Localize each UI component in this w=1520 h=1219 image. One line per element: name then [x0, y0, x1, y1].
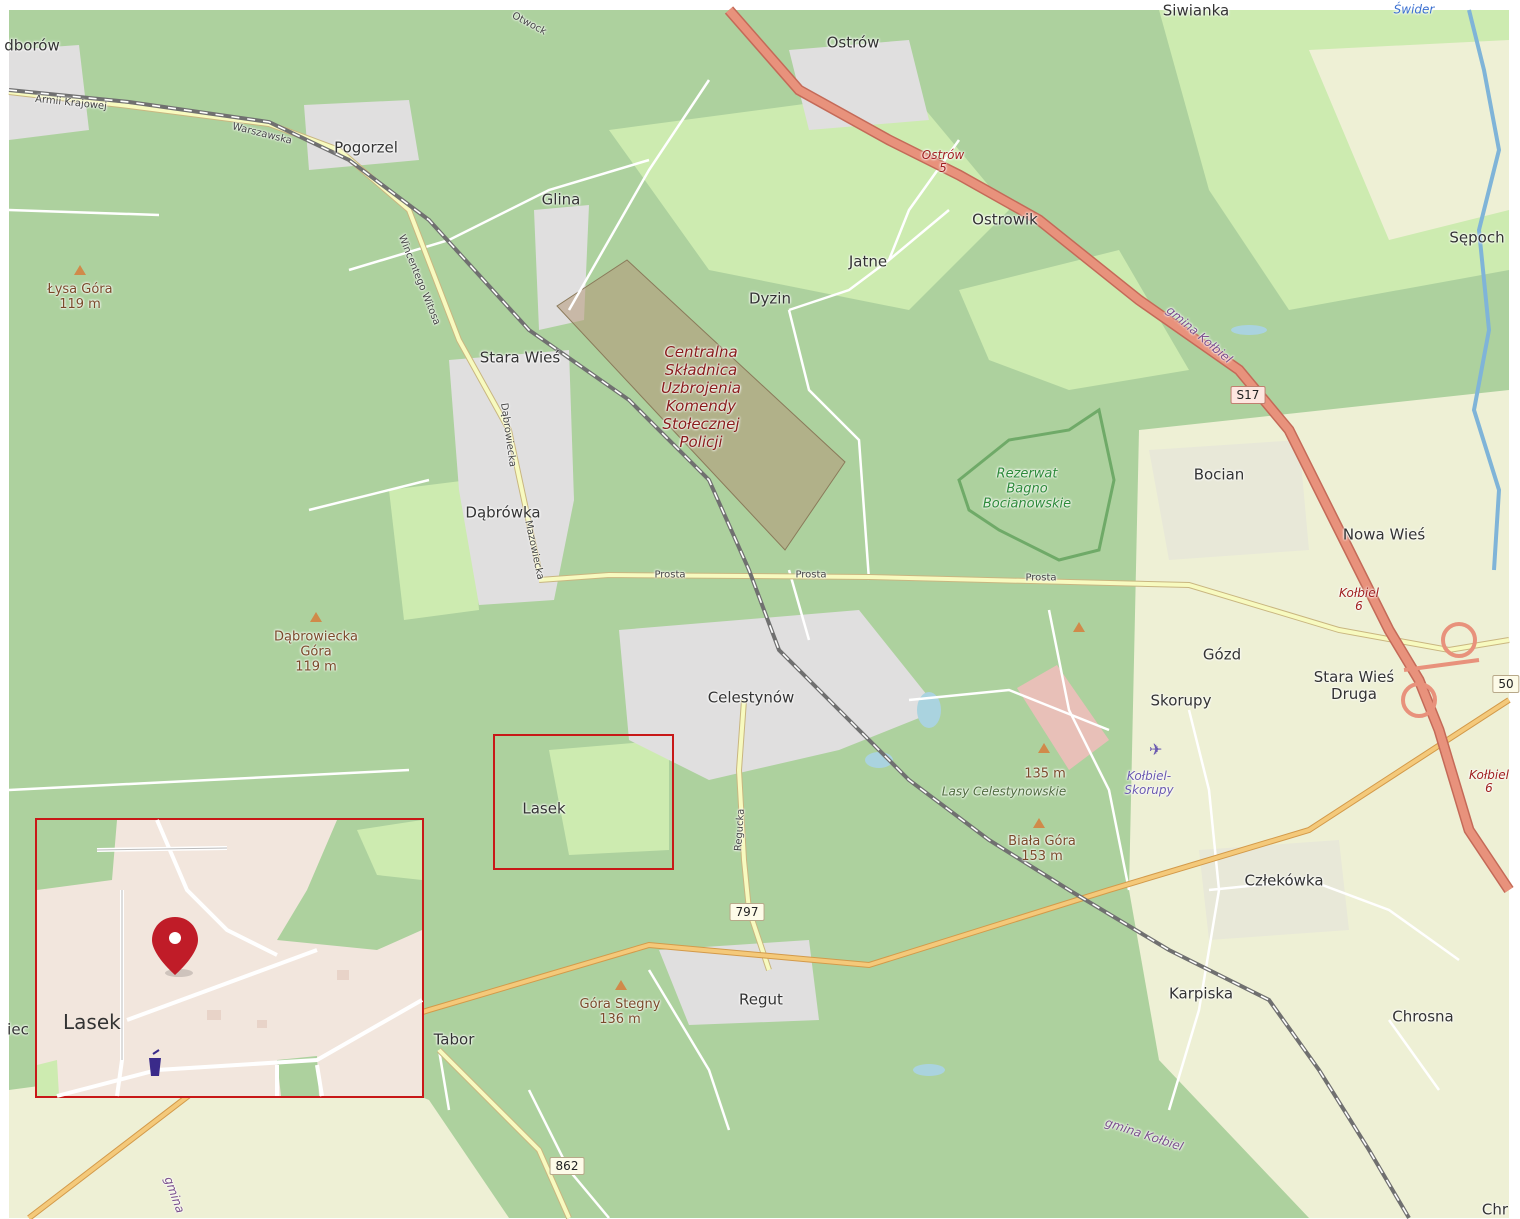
place-dyzin[interactable]: Dyzin — [749, 289, 791, 308]
military-depot-label[interactable]: Centralna Składnica Uzbrojenia Komendy S… — [661, 343, 741, 451]
place-stara-wies-druga[interactable]: Stara Wieś Druga — [1313, 668, 1395, 703]
residential-ostrow — [789, 40, 929, 130]
pond-celestynow — [917, 692, 941, 728]
forest-name-label: Lasy Celestynowskie — [941, 784, 1067, 799]
place-glina[interactable]: Glina — [541, 190, 581, 209]
road-shield-50[interactable]: 50 — [1492, 675, 1520, 693]
clearing-lasek — [549, 740, 669, 855]
residential-celestynow — [619, 610, 939, 780]
place-ostrowik[interactable]: Ostrowik — [972, 210, 1038, 229]
place-sepoch[interactable]: Sępoch — [1449, 228, 1505, 247]
location-marker-icon[interactable] — [152, 917, 198, 975]
reserve-boundary — [957, 407, 1116, 562]
peak-lysa-gora[interactable]: Łysa Góra 119 m — [47, 282, 113, 312]
river-label: Świder — [1393, 2, 1435, 17]
pond-3 — [913, 1064, 945, 1076]
residential-stara-wies — [449, 350, 574, 605]
pond-4 — [1231, 325, 1267, 335]
map-view[interactable]: ✈ dborów Pogorzel Glina Ostrów Ostrowik … — [4, 2, 1520, 1219]
place-karpiska[interactable]: Karpiska — [1168, 984, 1234, 1003]
peak-gora-stegny[interactable]: Góra Stegny 136 m — [579, 997, 661, 1027]
street-prosta-2: Prosta — [795, 569, 827, 581]
place-lasek[interactable]: Lasek — [522, 799, 566, 818]
place-bocian[interactable]: Bocian — [1193, 465, 1245, 484]
place-skorupy[interactable]: Skorupy — [1150, 691, 1212, 710]
junction-kolbiel-6b[interactable]: Kołbiel 6 — [1469, 768, 1509, 795]
street-prosta-3: Prosta — [1025, 572, 1057, 584]
street-regucka: Regucka — [733, 808, 747, 852]
place-tabor[interactable]: Tabor — [433, 1030, 475, 1049]
place-dborow[interactable]: dborów — [4, 36, 60, 55]
lasek-highlight-box — [493, 734, 674, 870]
residential-bocian — [1149, 440, 1309, 560]
place-nowa-wies[interactable]: Nowa Wieś — [1342, 525, 1426, 544]
place-gozd[interactable]: Gózd — [1202, 645, 1242, 664]
street-prosta-1: Prosta — [654, 569, 686, 581]
place-jatne[interactable]: Jatne — [848, 252, 888, 271]
place-czlekowka[interactable]: Człekówka — [1244, 871, 1324, 890]
inset-map[interactable]: Lasek — [35, 818, 424, 1098]
reserve-label[interactable]: Rezerwat Bagno Bocianowskie — [982, 466, 1072, 512]
place-iec[interactable]: iec — [7, 1020, 29, 1039]
peak-135[interactable]: 135 m — [1024, 766, 1066, 782]
place-pogorzel[interactable]: Pogorzel — [334, 138, 398, 157]
inset-lasek-label[interactable]: Lasek — [63, 1010, 121, 1034]
place-chrosna[interactable]: Chrosna — [1392, 1007, 1454, 1026]
junction-ostrow-5[interactable]: Ostrów 5 — [921, 148, 965, 175]
peak-dabrowiecka-gora[interactable]: Dąbrowiecka Góra 119 m — [274, 629, 358, 675]
kolbiel-interchange — [1401, 622, 1480, 718]
peak-markers — [74, 265, 1085, 990]
road-shield-s17[interactable]: S17 — [1230, 386, 1266, 404]
military-depot-area — [556, 259, 846, 551]
peak-biala-gora[interactable]: Biała Góra 153 m — [1008, 834, 1076, 864]
airfield-label[interactable]: Kołbiel- Skorupy — [1124, 769, 1174, 797]
railway-line[interactable] — [8, 88, 1411, 1219]
residential-czlekowka — [1199, 840, 1349, 940]
road-shield-797[interactable]: 797 — [729, 903, 765, 921]
place-chr[interactable]: Chr — [1481, 1200, 1509, 1219]
residential-regut — [659, 940, 819, 1025]
place-dabrowka[interactable]: Dąbrówka — [465, 503, 541, 522]
water-tap-icon — [149, 1058, 161, 1076]
farmland-northeast — [1309, 40, 1509, 240]
meadow-ostrowik — [959, 250, 1189, 390]
place-stara-wies[interactable]: Stara Wieś — [479, 348, 561, 367]
meadow-dabrowka — [389, 480, 479, 620]
map-canvas[interactable]: ✈ — [8, 6, 1514, 1219]
place-celestynow[interactable]: Celestynów — [707, 688, 795, 707]
place-siwianka[interactable]: Siwianka — [1162, 1, 1230, 20]
road-shield-862[interactable]: 862 — [549, 1157, 585, 1175]
inset-canvas — [37, 819, 423, 1098]
place-ostrow[interactable]: Ostrów — [826, 33, 880, 52]
swider-river — [1467, 9, 1502, 571]
place-regut[interactable]: Regut — [739, 990, 783, 1009]
airfield-icon: ✈ — [1149, 740, 1162, 759]
residential-pogorzel — [304, 100, 419, 170]
junction-kolbiel-6a[interactable]: Kołbiel 6 — [1339, 586, 1379, 613]
